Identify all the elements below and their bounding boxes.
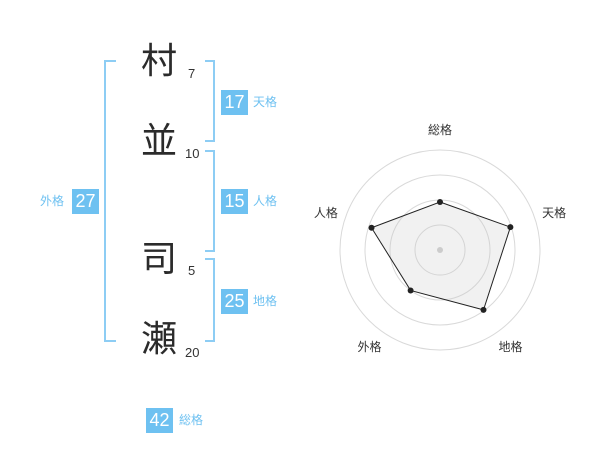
radar-point-3 [480,306,487,313]
stroke-count-2: 10 [185,146,200,161]
name-char-2: 並 [141,121,178,162]
radar-polygon [370,201,512,311]
gaikaku-value: 27 [72,189,99,214]
radar-ring [339,149,541,351]
radar-center [437,247,443,253]
gaikaku-label: 外格 [40,194,65,208]
radar-ring [364,174,516,326]
tenkaku-bracket [205,60,215,142]
name-char-1: 村 [141,41,178,82]
radar-ring [414,224,466,276]
radar-point-1 [437,199,443,205]
radar-point-4 [407,287,414,294]
stroke-count-4: 20 [185,345,200,360]
soukaku-label: 総格 [179,413,204,427]
radar-axis-label-3: 地格 [499,339,523,354]
jinkaku-bracket [205,150,215,252]
jinkaku-value: 15 [221,189,248,214]
chikaku-label: 地格 [253,294,278,308]
tenkaku-label: 天格 [253,95,278,109]
chikaku-bracket [205,258,215,342]
gaikaku-bracket [104,60,116,342]
stroke-count-3: 5 [188,263,196,278]
tenkaku-value: 17 [221,90,248,115]
stroke-count-1: 7 [188,66,196,81]
jinkaku-label: 人格 [253,194,278,208]
radar-axis-label-5: 人格 [314,205,338,220]
radar-axis-label-4: 外格 [357,339,381,354]
chikaku-value: 25 [221,289,248,314]
radar-point-2 [507,224,514,231]
name-char-3: 司 [141,239,178,280]
radar-axis-label-1: 総格 [428,122,452,137]
radar-axis-label-2: 天格 [542,205,566,220]
radar-point-5 [368,224,375,231]
soukaku-value: 42 [146,408,173,433]
name-char-4: 瀬 [141,319,178,360]
